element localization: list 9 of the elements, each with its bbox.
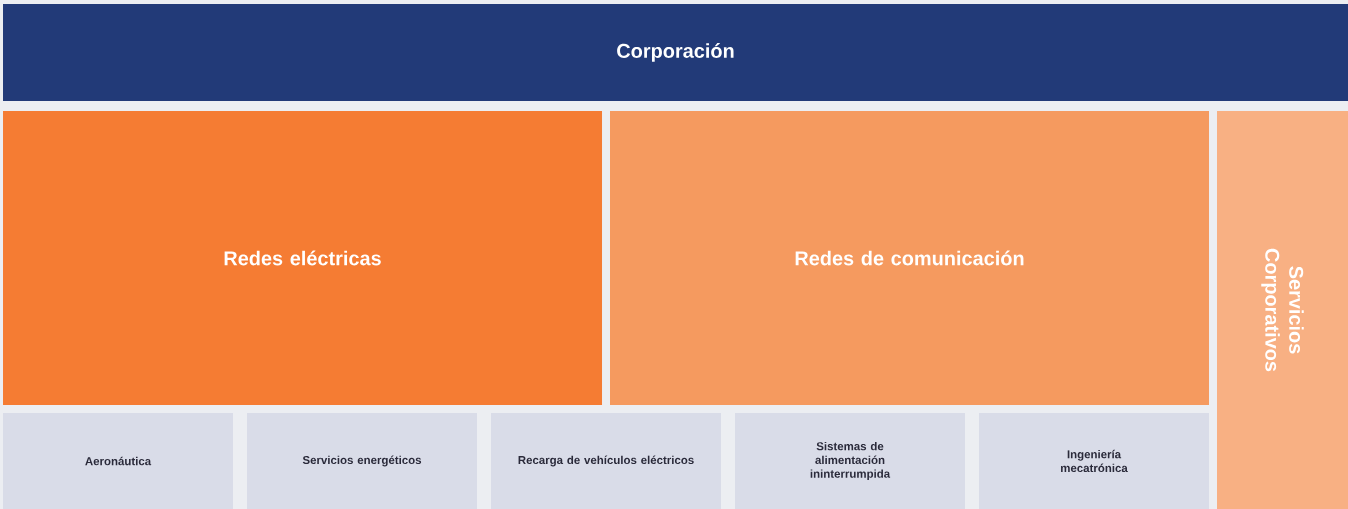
header-bar: Corporación [3, 4, 1348, 101]
unit-box: Sistemas de alimentación ininterrumpida [735, 413, 965, 509]
unit-box: Servicios energéticos [247, 413, 477, 509]
unit-box: Ingeniería mecatrónica [979, 413, 1209, 509]
division-box: Redes de comunicación [610, 111, 1209, 405]
unit-box: Recarga de vehículos eléctricos [491, 413, 721, 509]
unit-box: Aeronáutica [3, 413, 233, 509]
side-column-box: Servicios Corporativos [1217, 111, 1348, 509]
division-box: Redes eléctricas [3, 111, 602, 405]
